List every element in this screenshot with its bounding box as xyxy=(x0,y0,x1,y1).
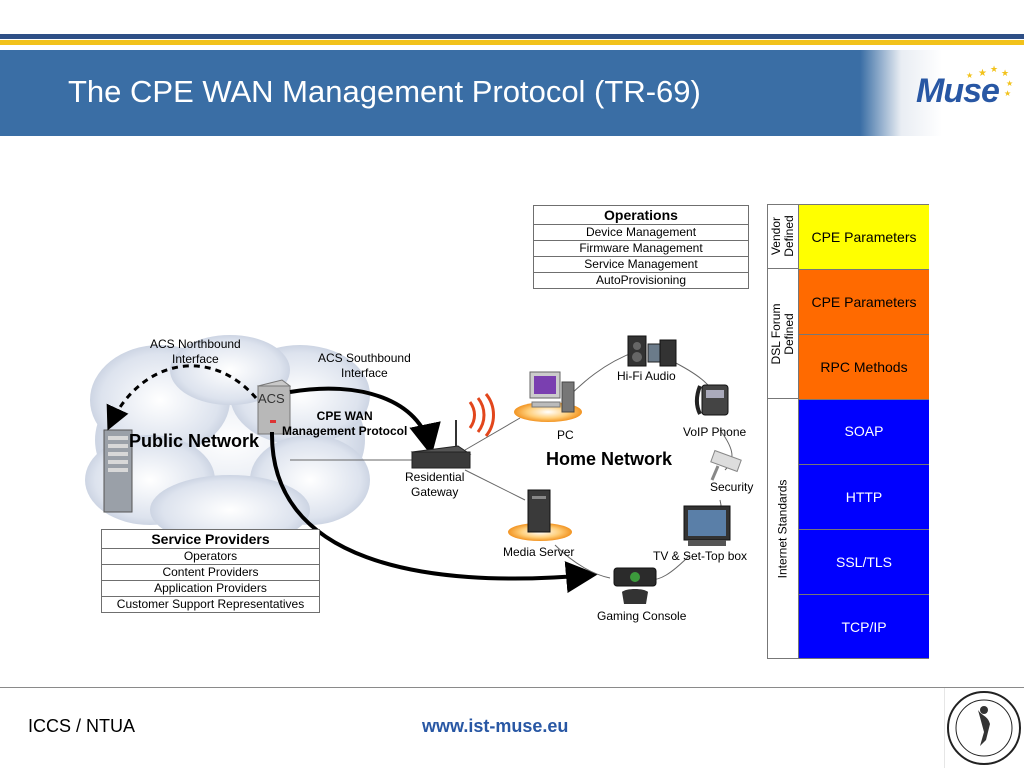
residential-gateway-text: Residential Gateway xyxy=(405,470,465,499)
university-seal-icon xyxy=(944,688,1021,768)
stack-layer-tcp-ip: TCP/IP xyxy=(799,595,929,658)
server-tower-icon xyxy=(103,429,133,513)
operations-item: Service Management xyxy=(533,256,749,273)
svg-text:★: ★ xyxy=(1004,89,1011,98)
stack-layer-label: RPC Methods xyxy=(820,359,908,375)
service-provider-item: Operators xyxy=(101,548,320,565)
service-providers-title: Service Providers xyxy=(101,529,320,549)
stack-group-internet: Internet Standards xyxy=(767,399,799,659)
stack-layer-label: CPE Parameters xyxy=(811,229,917,245)
acs-southbound-text: ACS Southbound Interface xyxy=(318,351,411,380)
service-provider-item: Content Providers xyxy=(101,564,320,581)
southbound-arrow xyxy=(289,386,441,456)
media-server-label: Media Server xyxy=(503,545,575,559)
residential-gateway-icon xyxy=(410,420,472,469)
service-provider-item: Customer Support Representatives xyxy=(101,596,320,613)
operations-item: Device Management xyxy=(533,224,749,241)
gaming-console-icon xyxy=(613,567,657,604)
logo-stars-icon: ★ ★ ★ ★ ★ ★ xyxy=(966,64,1013,98)
tv-settop-label: TV & Set-Top box xyxy=(653,549,748,563)
muse-logo: ★ ★ ★ ★ ★ ★ Muse xyxy=(916,62,1016,120)
gaming-console-label: Gaming Console xyxy=(597,609,687,623)
header-band xyxy=(0,50,1024,136)
pc-label: PC xyxy=(557,428,574,442)
footer-organization: ICCS / NTUA xyxy=(28,716,136,736)
pc-icon xyxy=(514,371,582,422)
security-camera-icon xyxy=(710,449,742,481)
residential-gateway-label: Residential Gateway xyxy=(405,470,464,500)
operations-item: Firmware Management xyxy=(533,240,749,257)
tv-settop-icon xyxy=(683,505,731,546)
stack-layer-rpc-methods: RPC Methods xyxy=(799,335,929,400)
footer-divider xyxy=(0,687,1024,688)
wifi-signal-icon xyxy=(468,393,495,437)
acs-northbound-text: ACS Northbound Interface xyxy=(150,337,241,366)
service-providers-table: Service Providers Operators Content Prov… xyxy=(101,529,320,613)
acs-server-icon xyxy=(256,379,292,435)
management-arrow xyxy=(269,431,598,594)
svg-text:★: ★ xyxy=(990,64,998,74)
stack-layer-cpe-parameters-dsl: CPE Parameters xyxy=(799,270,929,335)
stack-layer-label: TCP/IP xyxy=(841,618,887,635)
stack-layer-cpe-parameters-vendor: CPE Parameters xyxy=(799,205,929,270)
stack-layer-label: HTTP xyxy=(845,489,883,505)
svg-text:★: ★ xyxy=(1006,79,1013,88)
voip-phone-label: VoIP Phone xyxy=(683,425,747,439)
security-label: Security xyxy=(710,480,754,494)
slide-title: The CPE WAN Management Protocol (TR-69) xyxy=(68,74,701,109)
home-network-label: Home Network xyxy=(546,449,673,469)
acs-southbound-label: ACS Southbound Interface xyxy=(318,351,411,381)
northbound-arrow xyxy=(106,364,258,431)
public-network-label: Public Network xyxy=(129,431,260,451)
stack-group-label: Internet Standards xyxy=(775,479,789,579)
cpe-wan-label: CPE WAN Management Protocol xyxy=(282,409,407,439)
public-network-cloud xyxy=(85,335,370,545)
acs-northbound-label: ACS Northbound Interface xyxy=(150,337,241,367)
footer-url-link[interactable]: www.ist-muse.eu xyxy=(422,716,569,736)
svg-text:★: ★ xyxy=(966,71,973,80)
logo-text: Muse xyxy=(916,72,1000,110)
stack-group-label: DSL Forum Defined xyxy=(768,303,796,364)
hifi-audio-icon xyxy=(627,335,677,367)
voip-phone-icon xyxy=(695,384,729,416)
operations-item: AutoProvisioning xyxy=(533,272,749,289)
stack-layer-ssl-tls: SSL/TLS xyxy=(799,530,929,595)
stack-group-vendor: Vendor Defined xyxy=(767,204,799,269)
operations-table: Operations Device Management Firmware Ma… xyxy=(533,205,749,289)
stack-layer-soap: SOAP xyxy=(799,400,929,465)
cpe-wan-text: CPE WAN Management Protocol xyxy=(282,409,408,438)
top-stripe-blue xyxy=(0,34,1024,39)
stack-layer-label: SSL/TLS xyxy=(835,554,893,570)
top-stripe-gold xyxy=(0,40,1024,45)
stack-group-dsl-forum: DSL Forum Defined xyxy=(767,269,799,399)
stack-layer-label: SOAP xyxy=(844,423,884,439)
svg-text:★: ★ xyxy=(978,68,987,79)
media-server-icon xyxy=(508,489,572,541)
acs-label: ACS xyxy=(258,391,285,406)
stack-layer-label: CPE Parameters xyxy=(811,294,917,310)
operations-title: Operations xyxy=(533,205,749,225)
svg-text:★: ★ xyxy=(1001,68,1009,78)
stack-group-label: Vendor Defined xyxy=(768,215,796,257)
service-provider-item: Application Providers xyxy=(101,580,320,597)
hifi-audio-label: Hi-Fi Audio xyxy=(617,369,676,383)
stack-layer-http: HTTP xyxy=(799,465,929,530)
